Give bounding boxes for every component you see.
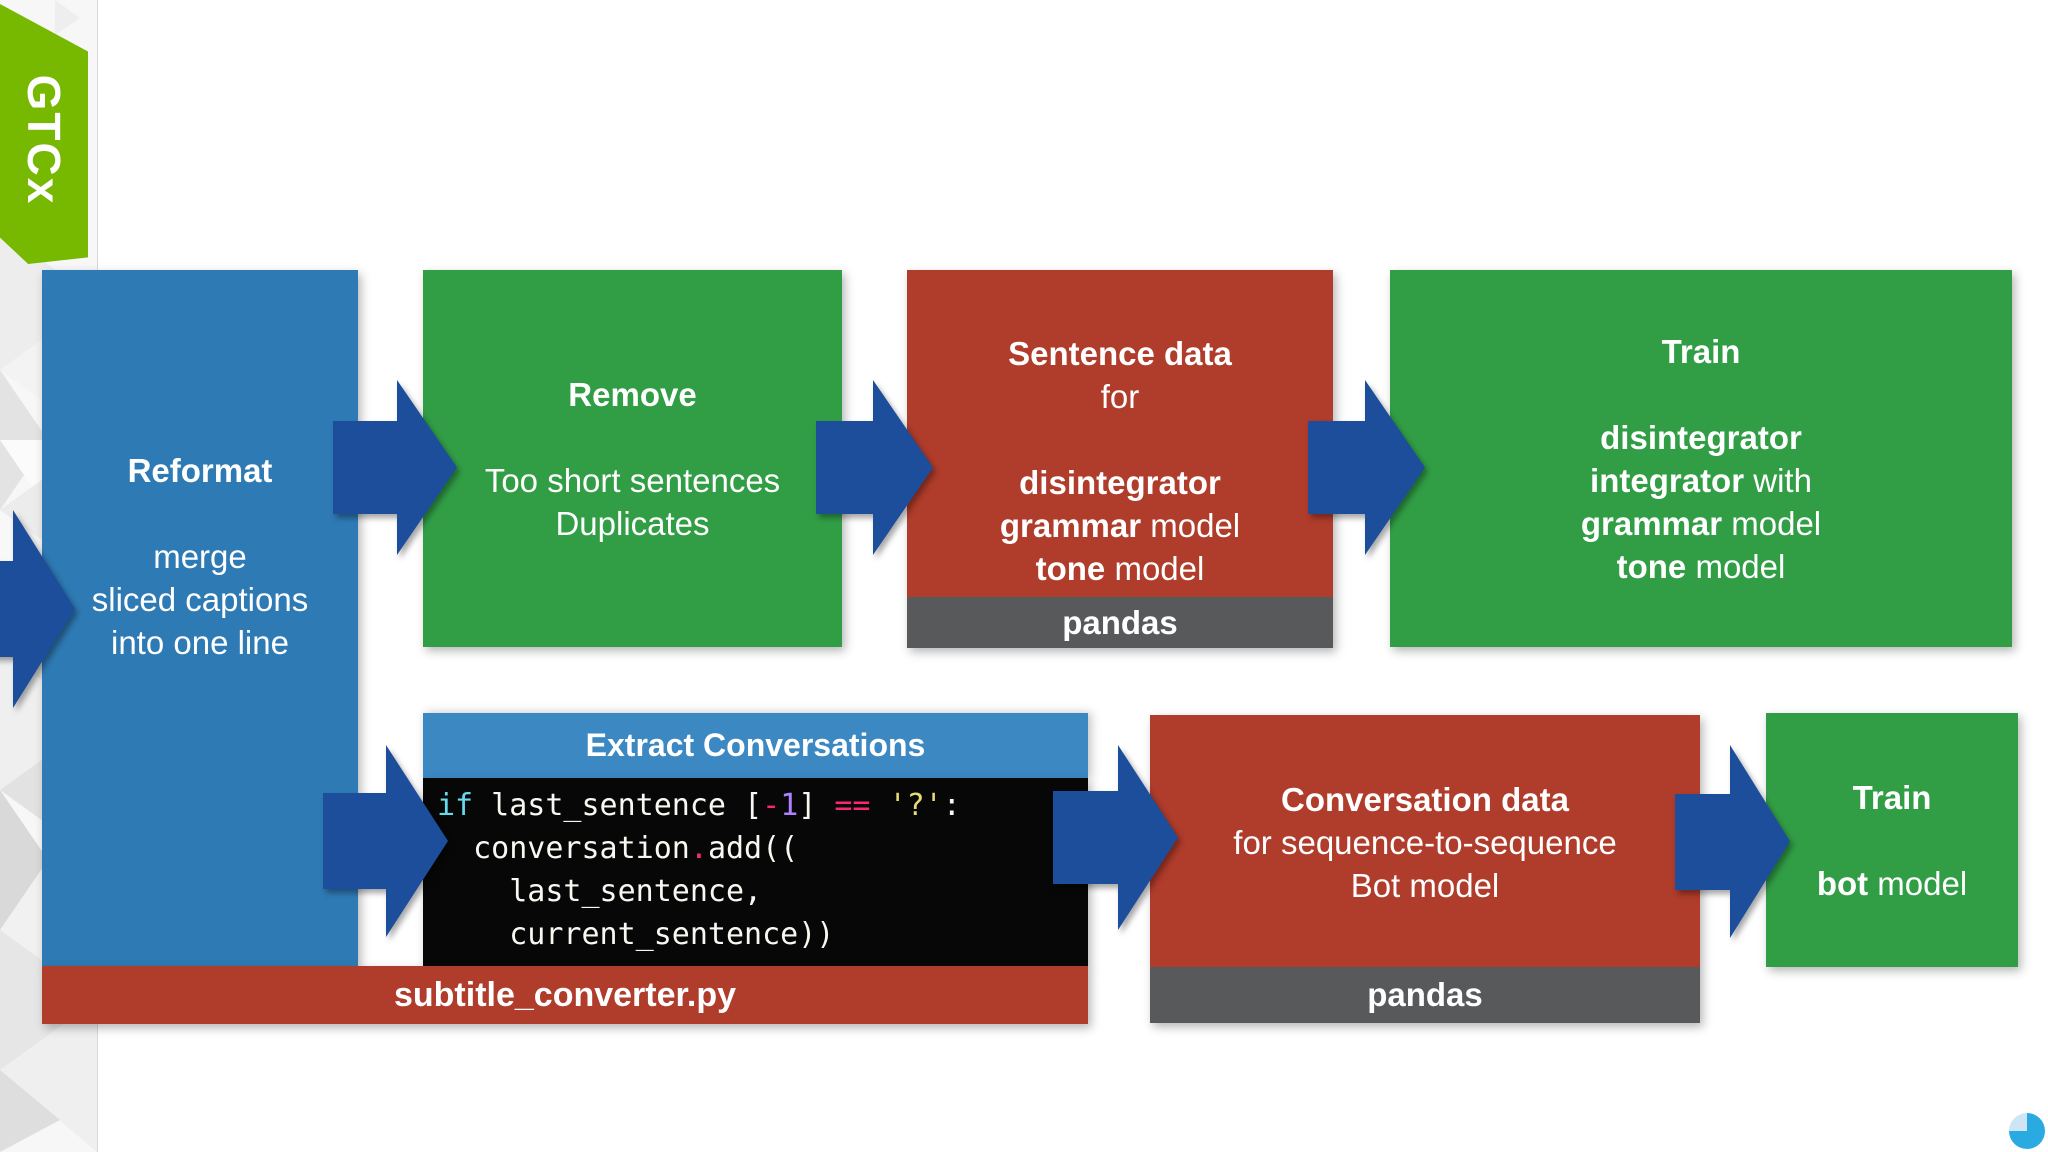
flow-arrow-remove-sentence	[816, 380, 933, 555]
flow-arrow-reformat-remove	[333, 380, 457, 555]
flow-arrow-input	[0, 510, 75, 708]
train-bot-box: Train bot model	[1766, 713, 2018, 967]
extract-conversations-header: Extract Conversations	[423, 713, 1088, 778]
train-bot-text: Train bot model	[1816, 778, 1968, 902]
gtcx-logo-ribbon: GTCx	[0, 3, 88, 264]
flow-arrow-extract-conversation	[1053, 745, 1178, 930]
pandas-bar-2: pandas	[1150, 967, 1700, 1023]
code-snippet: if last_sentence [-1] == '?': conversati…	[423, 778, 1088, 966]
pandas-bar: pandas	[907, 597, 1333, 648]
flow-arrow-sentence-train	[1308, 380, 1425, 555]
filename-bar: subtitle_converter.py	[42, 966, 1088, 1024]
timer-icon	[2009, 1113, 2045, 1149]
gtcx-logo-text: GTCx	[18, 74, 70, 206]
flow-arrow-reformat-extract	[323, 745, 448, 937]
flow-arrow-conversation-trainbot	[1675, 745, 1790, 938]
